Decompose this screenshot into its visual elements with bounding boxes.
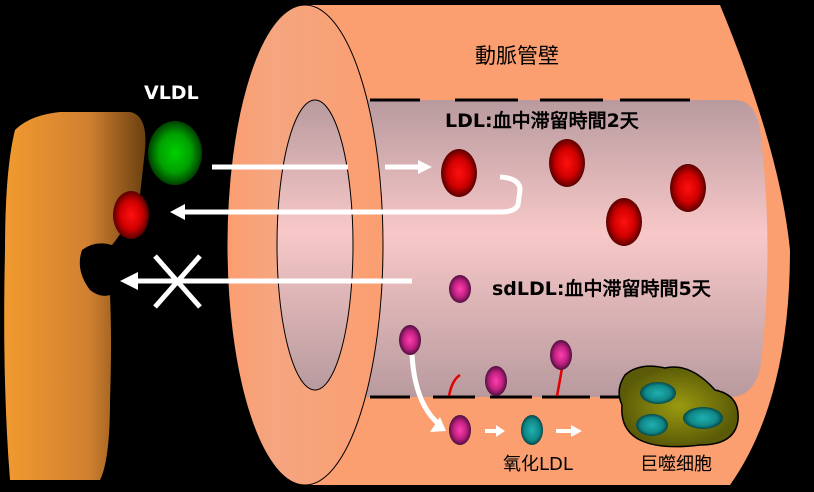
ldl-particle	[670, 164, 706, 212]
ldl-particle	[113, 191, 149, 239]
arrow-head	[418, 160, 432, 174]
vldl-label: VLDL	[144, 82, 199, 104]
sdldl-label: sdLDL:血中滞留時間5天	[492, 277, 712, 300]
sdldl-particle	[449, 415, 471, 445]
arrow-head	[120, 272, 138, 290]
arrow-head	[430, 417, 446, 432]
ldl-particle	[441, 149, 477, 197]
arrow-head	[571, 425, 582, 437]
blocked-x-icon	[153, 254, 202, 309]
ldl-label: LDL:血中滞留時間2天	[445, 109, 640, 132]
vldl-particle	[148, 121, 202, 185]
sdldl-particle	[449, 275, 471, 303]
sdldl-particle	[399, 325, 421, 355]
proteoglycan-strand	[447, 373, 461, 397]
arrow-head	[170, 204, 185, 220]
oxidized-ldl-label: 氧化LDL	[503, 454, 573, 475]
artery-opening	[276, 99, 354, 391]
proteoglycan-strand	[555, 367, 564, 397]
ldl-return-arrow	[180, 174, 523, 215]
arrow-head	[496, 425, 505, 437]
artery-wall-label: 動脈管壁	[475, 44, 559, 68]
liver-cell	[4, 112, 146, 480]
oxidized-ldl-particle	[521, 415, 543, 445]
ldl-particle	[549, 139, 585, 187]
ldl-particle	[606, 198, 642, 246]
macrophage	[618, 365, 739, 448]
infiltration-arrow	[409, 354, 442, 427]
macrophage-label: 巨噬细胞	[640, 454, 712, 475]
sdldl-particle	[550, 340, 572, 370]
sdldl-particle	[485, 366, 507, 396]
